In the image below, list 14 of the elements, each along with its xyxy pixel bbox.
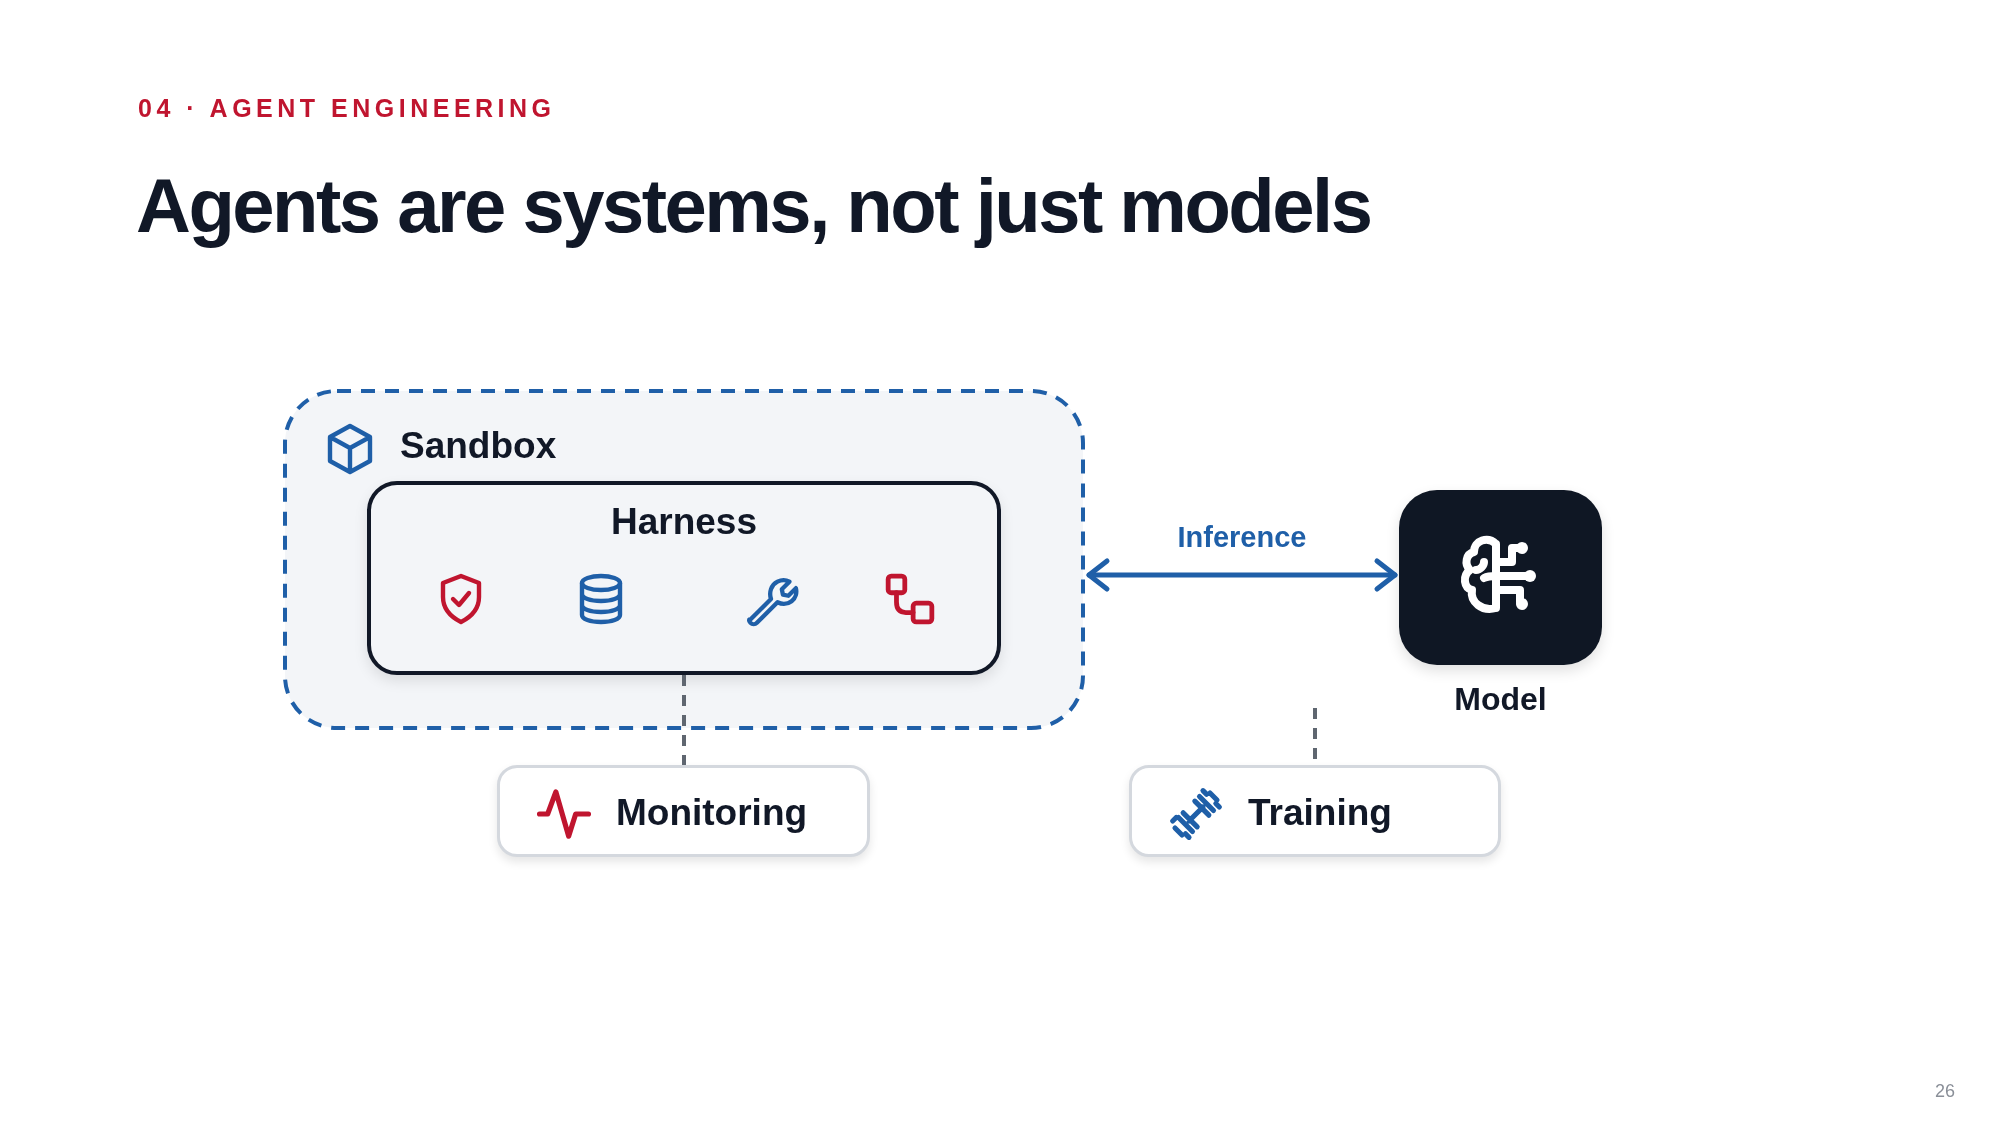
box-title: Harness [610,503,758,540]
region-title: Sandbox [400,427,557,464]
pill-box [497,765,870,857]
sandbox-region [283,389,1085,730]
node-label: Model [1453,683,1548,715]
harness-box [367,481,1001,675]
box-label: Monitoring [616,794,808,831]
section-kicker: 04 · AGENT ENGINEERING [138,96,556,121]
page-number: 26 [1935,1082,1956,1100]
box-label: Training [1248,794,1392,831]
double-arrow [1086,558,1398,592]
dashed-connector [682,675,686,765]
edge-label: Inference [1176,523,1308,552]
pill-box [1129,765,1501,857]
